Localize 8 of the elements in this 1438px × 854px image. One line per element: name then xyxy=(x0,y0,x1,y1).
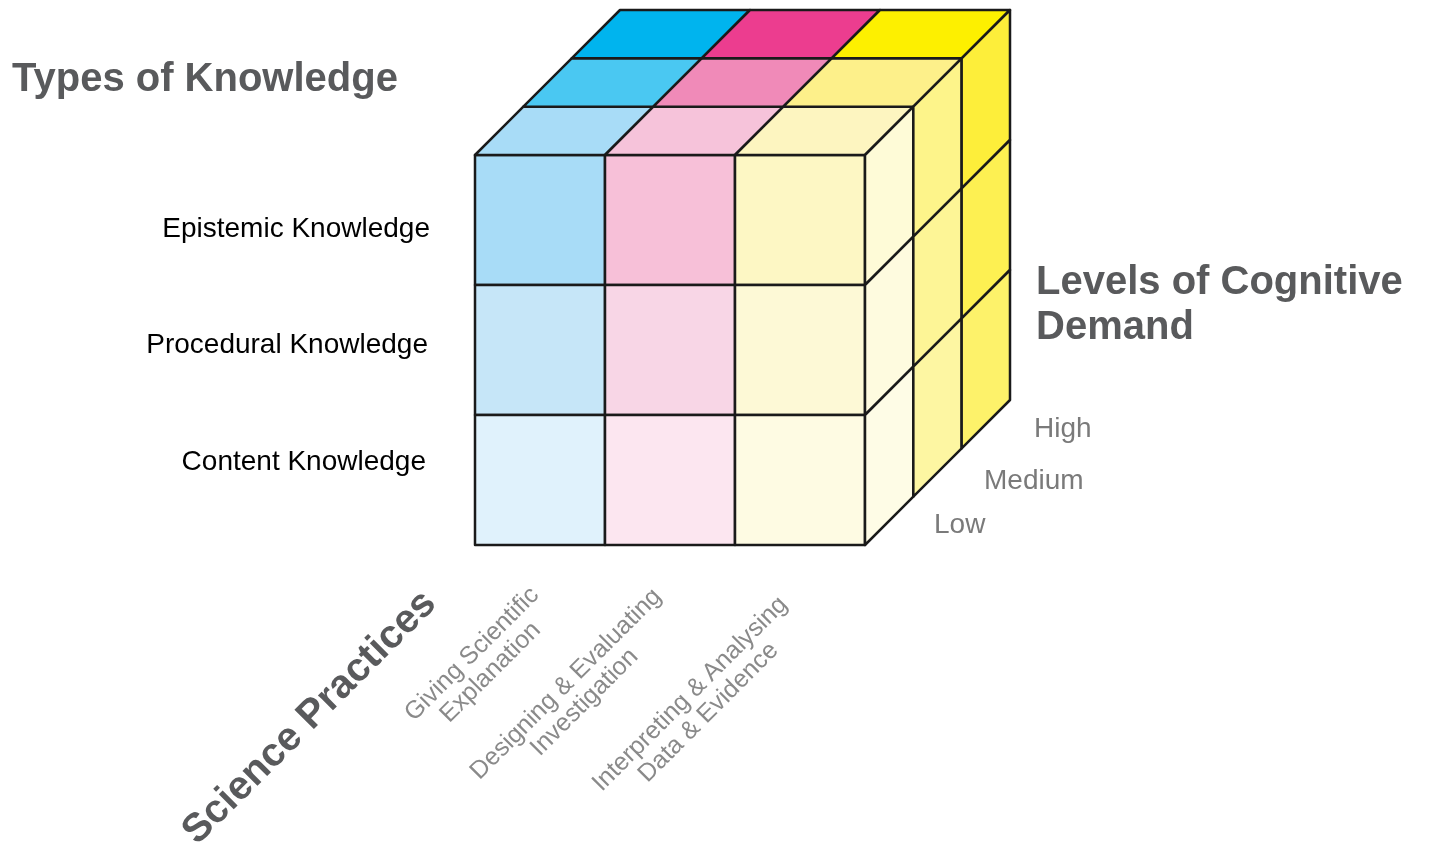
axis-title: Types of Knowledge xyxy=(12,55,398,100)
axis-label: Content Knowledge xyxy=(181,445,426,477)
axis-label: Procedural Knowledge xyxy=(146,328,428,360)
axis-label: Medium xyxy=(984,464,1084,496)
axis-label: Epistemic Knowledge xyxy=(162,212,430,244)
axis-label: High xyxy=(1034,412,1092,444)
axis-label: Low xyxy=(934,508,986,540)
axis-title: Levels of Cognitive Demand xyxy=(1036,258,1404,348)
